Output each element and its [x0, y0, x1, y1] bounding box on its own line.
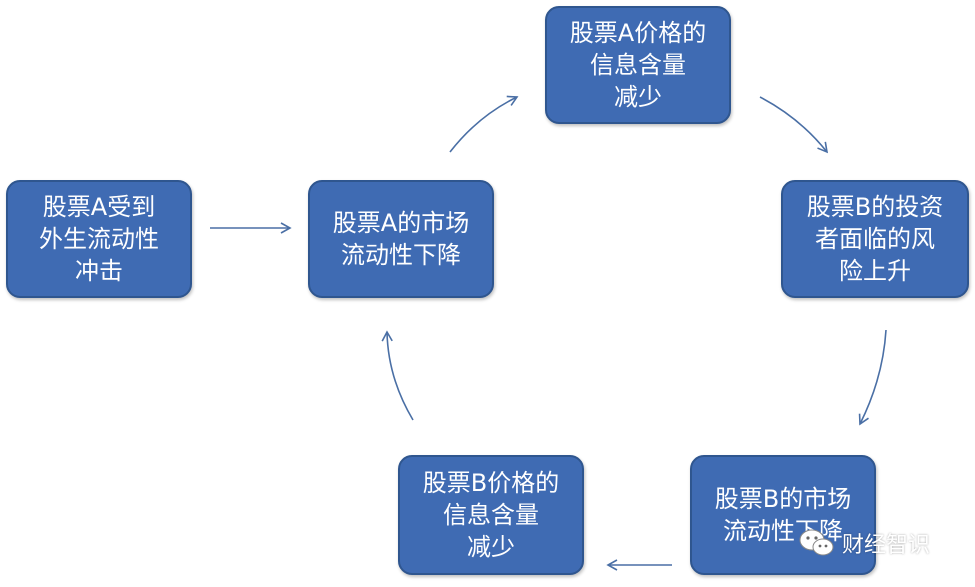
node-a-market-liquidity-decline: 股票A的市场 流动性下降 — [308, 180, 494, 298]
arrow-b-risk-to-b-liquidity — [858, 329, 887, 426]
arrow-a-liquidity-to-a-info — [449, 95, 519, 153]
node-a-liquidity-shock: 股票A受到 外生流动性 冲击 — [6, 180, 192, 298]
wechat-icon — [798, 528, 836, 558]
arrow-a-info-to-b-risk — [759, 96, 829, 154]
node-b-price-info-decrease-label: 股票B价格的 信息含量 减少 — [422, 469, 560, 561]
node-b-price-info-decrease: 股票B价格的 信息含量 减少 — [398, 455, 584, 575]
arrow-b-info-to-a-liquidity — [381, 330, 414, 421]
node-b-investor-risk-rise: 股票B的投资 者面临的风 险上升 — [781, 180, 969, 298]
node-b-investor-risk-rise-label: 股票B的投资 者面临的风 险上升 — [806, 193, 944, 285]
watermark-text: 财经智识 — [842, 533, 931, 558]
node-a-market-liquidity-decline-label: 股票A的市场 流动性下降 — [332, 209, 470, 269]
node-a-liquidity-shock-label: 股票A受到 外生流动性 冲击 — [39, 193, 159, 285]
node-a-price-info-decrease-label: 股票A价格的 信息含量 减少 — [569, 19, 707, 111]
watermark: 财经智识 — [798, 527, 930, 559]
node-a-price-info-decrease: 股票A价格的 信息含量 减少 — [545, 6, 731, 124]
node-b-market-liquidity-decline: 股票B的市场 流动性下降 — [690, 455, 876, 575]
